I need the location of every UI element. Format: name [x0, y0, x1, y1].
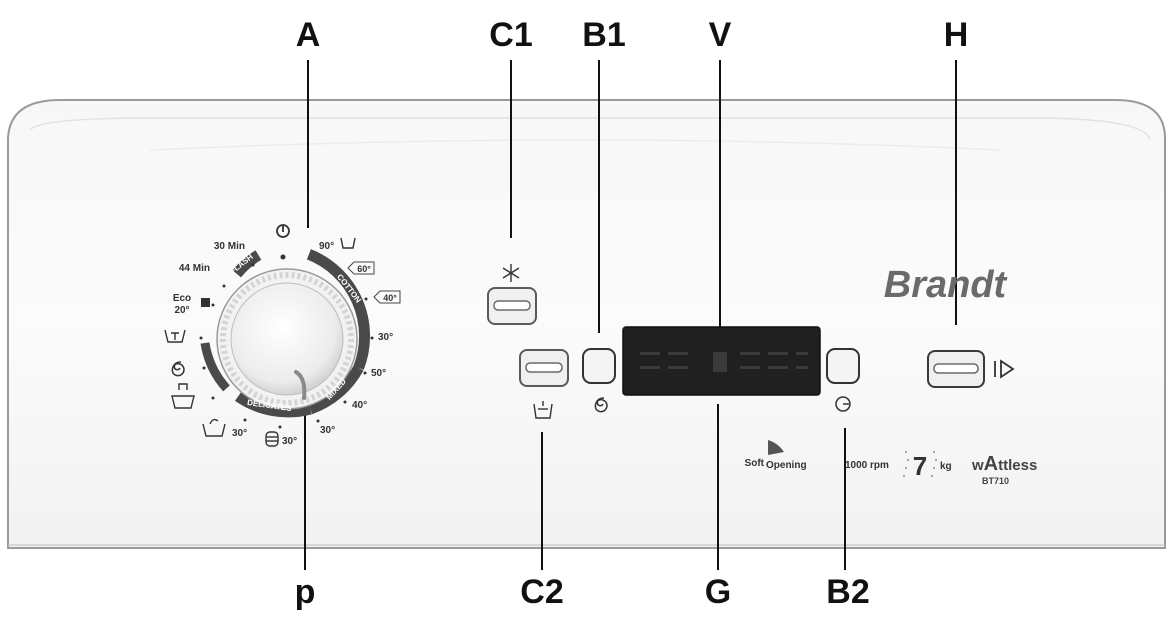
leader-lines [304, 60, 957, 570]
delay-timer-icon [835, 396, 851, 412]
svg-text:40°: 40° [383, 293, 397, 303]
capacity-dots [903, 451, 937, 477]
start-pause-icon [994, 359, 1015, 379]
eco-marker [201, 298, 210, 307]
label-30-wool: 30° [282, 436, 297, 447]
callout-b2: B2 [826, 573, 870, 611]
cold-button-c1[interactable] [487, 287, 537, 325]
lcd-display [622, 326, 821, 396]
flash-arc [232, 250, 262, 278]
spin-button-b1[interactable] [582, 348, 616, 384]
power-off-icon [276, 224, 290, 238]
selector-knob[interactable] [230, 282, 344, 396]
model-code: BT710 [982, 476, 1009, 486]
label-44-min: 44 Min [179, 263, 210, 274]
program-dial: 30 Min 44 Min FLASH Eco 20° 90° 60° 40° … [164, 224, 401, 447]
knob-pointer [294, 370, 307, 400]
cotton-arc [306, 249, 371, 370]
label-40-mixed: 40° [352, 400, 367, 411]
temp-60-badge: 60° [347, 261, 375, 275]
label-eco-20: 20° [174, 305, 189, 316]
callout-a: A [295, 16, 321, 54]
svg-text:60°: 60° [357, 264, 371, 274]
wool-icon [265, 431, 279, 447]
label-eco: Eco [173, 293, 191, 304]
callout-c1: C1 [489, 16, 533, 54]
spin-spiral-icon [594, 397, 608, 413]
callout-b1: B1 [582, 16, 626, 54]
callout-c2: C2 [520, 573, 564, 611]
start-pause-button-h[interactable] [927, 350, 985, 388]
label-90: 90° [319, 241, 334, 252]
soft-opening-icon [768, 440, 784, 455]
rpm-label: 1000 rpm [845, 460, 889, 471]
mixed-arc [308, 365, 364, 415]
capacity-value: 7 [913, 451, 927, 481]
label-30-cotton: 30° [378, 332, 393, 343]
snowflake-icon [502, 264, 520, 282]
cotton-tub-icon [340, 237, 356, 249]
panel-body [7, 99, 1166, 549]
label-30-mixed: 30° [320, 425, 335, 436]
rinse-icon [164, 329, 186, 343]
soft-label: Soft [745, 458, 765, 469]
label-30-min: 30 Min [214, 241, 245, 252]
label-30-handwash: 30° [232, 428, 247, 439]
brand-logo: Brandt [884, 264, 1008, 306]
callout-h: H [943, 16, 969, 54]
callout-p: p [294, 573, 316, 611]
wattless-logo: wAttless [971, 453, 1037, 475]
callout-g: G [704, 573, 732, 611]
capacity-unit: kg [940, 461, 952, 472]
drain-icon [171, 383, 195, 409]
rinse-arc [200, 342, 230, 392]
prewash-tub-icon [533, 401, 553, 419]
callout-v: V [708, 16, 732, 54]
opening-label: Opening [766, 460, 807, 471]
handwash-icon [202, 418, 226, 437]
delicates-arc [234, 391, 312, 418]
prewash-button-c2[interactable] [519, 349, 569, 387]
label-50: 50° [371, 368, 386, 379]
temp-40-badge: 40° [373, 290, 401, 304]
delay-button-b2[interactable] [826, 348, 860, 384]
spin-icon [171, 361, 185, 377]
